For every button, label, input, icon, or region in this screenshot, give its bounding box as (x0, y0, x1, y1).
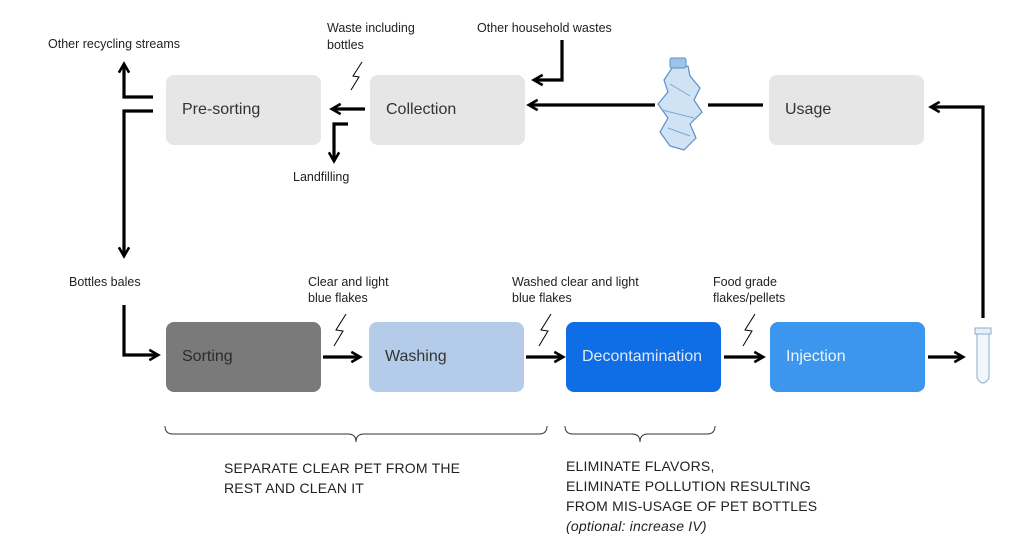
preform-icon (974, 327, 992, 384)
right-caption-line1: ELIMINATE FLAVORS, (566, 458, 715, 474)
washed-flakes-zigzag (538, 313, 552, 347)
crushed-bottle-icon (657, 57, 703, 151)
arrow-preform-to-usage (928, 100, 985, 318)
washing-box: Washing (369, 322, 524, 392)
washed-flakes-label-line1: Washed clear and light (512, 275, 639, 289)
left-caption-line1: SEPARATE CLEAR PET FROM THE (224, 460, 461, 476)
bottles-bales-label: Bottles bales (69, 275, 141, 289)
food-grade-label-line1: Food grade (713, 275, 777, 289)
household-label: Other household wastes (477, 21, 612, 35)
injection-box: Injection (770, 322, 925, 392)
decontamination-box: Decontamination (566, 322, 721, 392)
food-grade-zigzag (742, 313, 756, 347)
arrow-to-other-recycling (117, 61, 153, 99)
presorting-box: Pre-sorting (166, 75, 321, 145)
clear-flakes-zigzag (333, 313, 347, 347)
left-brace (164, 425, 548, 443)
food-grade-label-line2: flakes/pellets (713, 291, 786, 305)
arrow-household-to-collection (531, 40, 564, 87)
waste-bottles-label-line1: Waste including (327, 21, 415, 35)
waste-zigzag (350, 61, 363, 91)
landfilling-label: Landfilling (293, 170, 350, 184)
waste-bottles-label-line2: bottles (327, 38, 364, 52)
arrow-to-landfilling (327, 122, 348, 164)
arrow-bales-to-sorting (122, 305, 161, 362)
arrow-to-bottles-bales (117, 109, 153, 259)
right-brace (564, 425, 716, 443)
collection-box: Collection (370, 75, 525, 145)
right-caption-line2: ELIMINATE POLLUTION RESULTING (566, 478, 811, 494)
sorting-box: Sorting (166, 322, 321, 392)
clear-flakes-label-line1: Clear and light (308, 275, 389, 289)
clear-flakes-label-line2: blue flakes (308, 291, 368, 305)
washed-flakes-label-line2: blue flakes (512, 291, 572, 305)
right-caption-line3: FROM MIS-USAGE OF PET BOTTLES (566, 498, 818, 514)
other-recycling-label: Other recycling streams (48, 37, 180, 51)
right-caption-line4: (optional: increase IV) (566, 518, 707, 534)
left-caption-line2: REST AND CLEAN IT (224, 480, 365, 496)
usage-box: Usage (769, 75, 924, 145)
